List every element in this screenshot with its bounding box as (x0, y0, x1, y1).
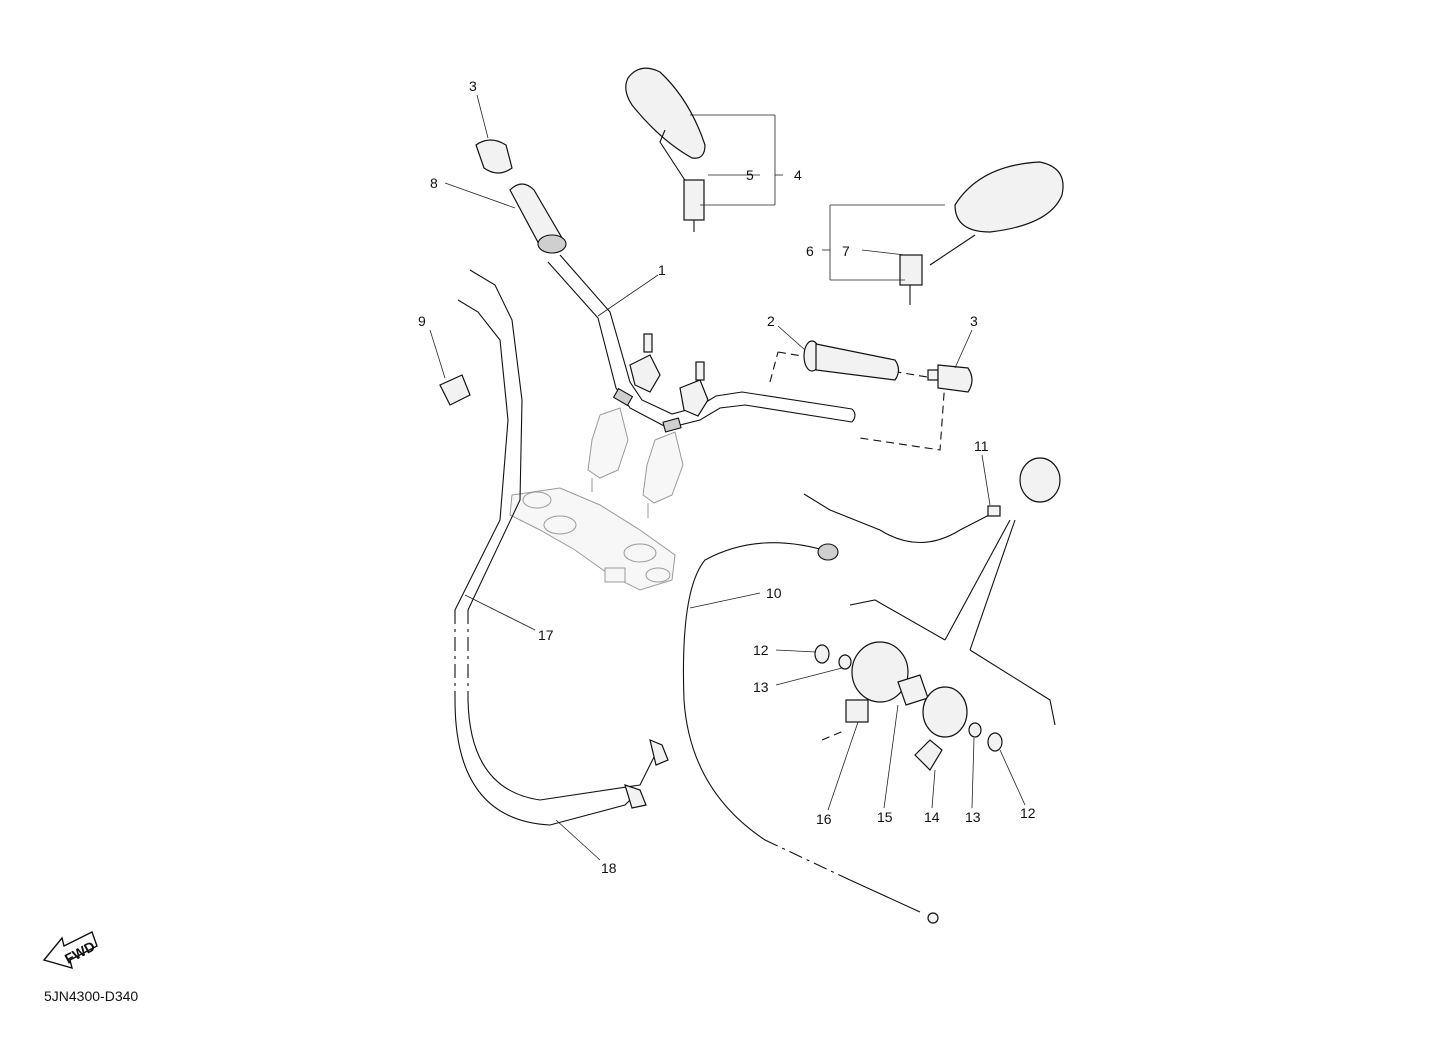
callout-8: 8 (430, 175, 438, 191)
fwd-arrow-icon: FWD (42, 931, 98, 970)
handlebar-holders (629, 333, 709, 417)
bar-end-left (475, 139, 513, 174)
callout-16: 16 (816, 811, 832, 827)
callout-7: 7 (842, 243, 850, 259)
starter-lever-assembly (814, 457, 1061, 771)
callout-12-right: 12 (1020, 805, 1036, 821)
bar-end-right (927, 364, 973, 393)
handlebar (547, 254, 856, 433)
mirror-right (899, 161, 1064, 305)
callout-3-right: 3 (970, 313, 978, 329)
callout-4: 4 (794, 167, 802, 183)
throttle-grip (803, 340, 900, 381)
throttle-cables (454, 269, 669, 826)
callout-1: 1 (658, 262, 666, 278)
callout-13-right: 13 (965, 809, 981, 825)
mirror-left (625, 67, 706, 232)
triple-clamp-ghost (509, 407, 684, 591)
callout-10: 10 (766, 585, 782, 601)
callout-17: 17 (538, 627, 554, 643)
callout-9: 9 (418, 313, 426, 329)
callout-2: 2 (767, 313, 775, 329)
callout-15: 15 (877, 809, 893, 825)
callout-14: 14 (924, 809, 940, 825)
callout-labels: 1 2 3 3 4 5 6 7 8 9 10 11 12 12 13 13 14… (418, 78, 1036, 876)
left-grip (509, 183, 567, 254)
callout-5: 5 (746, 167, 754, 183)
clutch-holder (439, 374, 471, 406)
callout-13-left: 13 (753, 679, 769, 695)
callout-11: 11 (974, 438, 989, 454)
cable-11 (803, 493, 1001, 544)
drawing-code: 5JN4300-D340 (44, 988, 139, 1004)
starter-cable (682, 542, 939, 924)
callout-18: 18 (601, 860, 617, 876)
leader-lines (429, 94, 1026, 861)
callout-12-left: 12 (753, 642, 769, 658)
callout-3-left: 3 (469, 78, 477, 94)
callout-6: 6 (806, 243, 814, 259)
